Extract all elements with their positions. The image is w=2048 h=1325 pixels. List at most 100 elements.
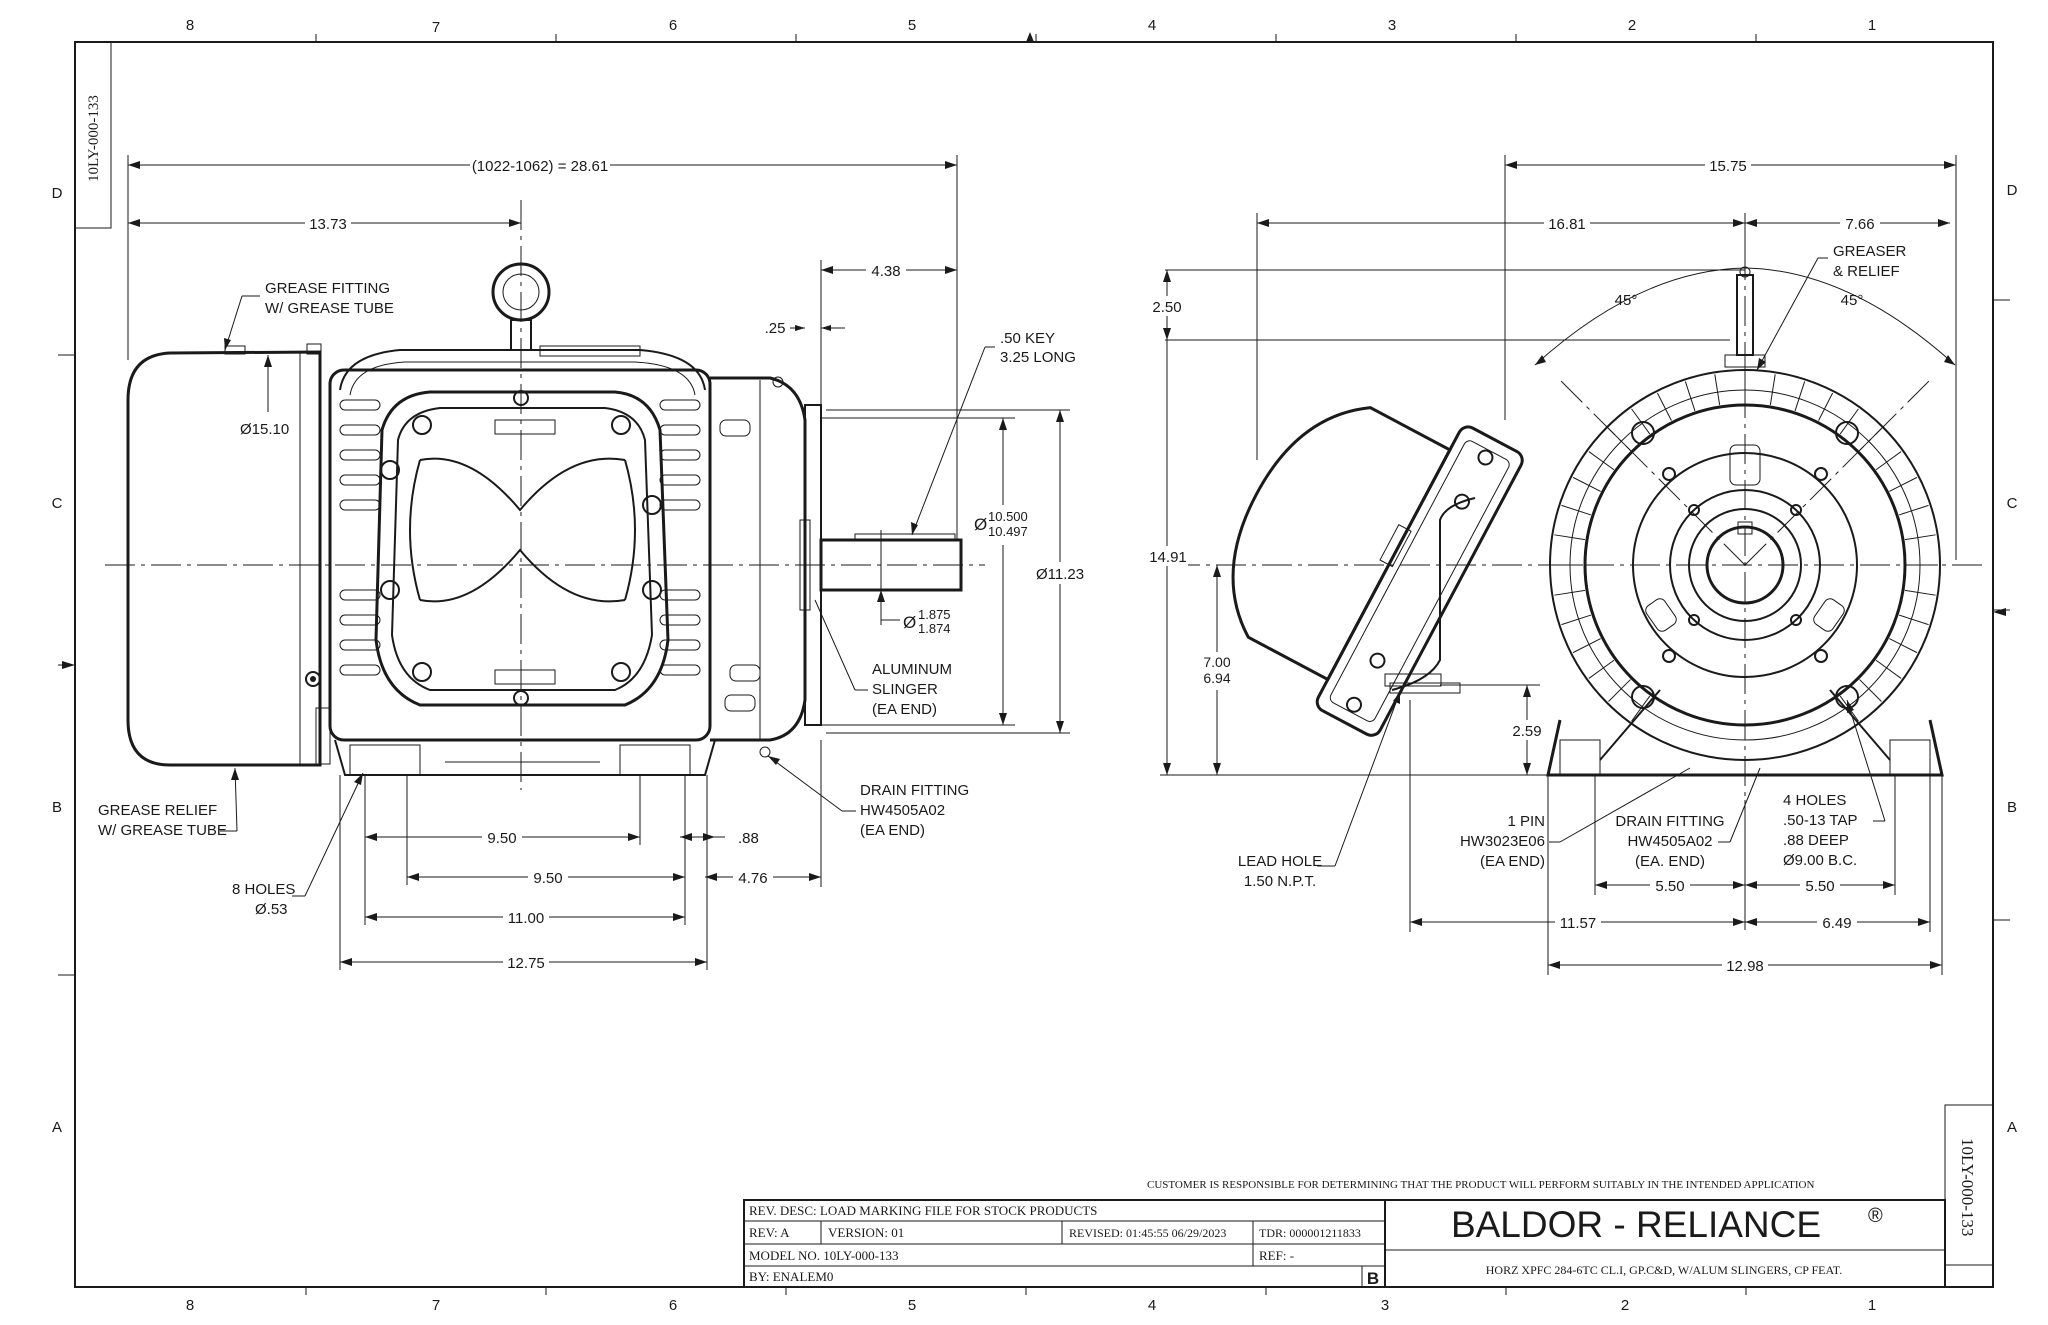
zone-labels: 8 7 6 5 4 3 2 1 8 7 6 5 4 3 2 1 D C B A … <box>52 17 2018 1314</box>
dim-4-38: 4.38 <box>871 263 900 280</box>
dim-12-98: 12.98 <box>1726 958 1764 975</box>
cooling-fin <box>1794 381 1806 412</box>
conduit-box-end-view <box>1231 406 1524 737</box>
radial-fins <box>1552 372 1938 722</box>
size-letter: B <box>1367 1269 1379 1288</box>
zone-bottom-7: 7 <box>432 1297 440 1314</box>
angle-left: 45° <box>1615 292 1638 309</box>
holes-line1: 8 HOLES <box>232 881 295 898</box>
grease-fitting-line2: W/ GREASE TUBE <box>265 300 394 317</box>
grease-relief-line2: W/ GREASE TUBE <box>98 822 227 839</box>
dim-11-57: 11.57 <box>1560 915 1596 932</box>
end-drain-line1: DRAIN FITTING <box>1615 813 1724 830</box>
cooling-fin <box>1769 374 1776 406</box>
dim-9-50-a: 9.50 <box>487 830 516 847</box>
lead-line2: 1.50 N.P.T. <box>1244 873 1316 890</box>
conduit-box-cover <box>374 390 670 707</box>
zone-left-D: D <box>52 185 63 202</box>
cooling-fin <box>1889 476 1918 492</box>
by: BY: ENALEM0 <box>749 1269 833 1284</box>
zone-bottom-5: 5 <box>908 1297 916 1314</box>
zone-top-6: 6 <box>669 17 677 34</box>
dim-88: .88 <box>738 830 759 847</box>
cooling-fin <box>1561 614 1592 626</box>
company-name: BALDOR - RELIANCE <box>1451 1204 1821 1245</box>
holes-line2: Ø.53 <box>255 901 288 918</box>
rev: REV: A <box>749 1225 790 1240</box>
zone-top-3: 3 <box>1388 17 1396 34</box>
cooling-fin <box>1572 638 1601 654</box>
end-drain-line3: (EA. END) <box>1635 853 1705 870</box>
cooling-fin <box>1875 659 1902 679</box>
revised: REVISED: 01:45:55 06/29/2023 <box>1069 1226 1226 1240</box>
dim-shaft-dia-symbol: Ø <box>903 613 916 632</box>
pin-line2: HW3023E06 <box>1460 833 1545 850</box>
cooling-fin <box>1859 679 1882 702</box>
zone-bottom-1: 1 <box>1868 1297 1876 1314</box>
disclaimer: CUSTOMER IS RESPONSIBLE FOR DETERMINING … <box>1147 1179 1814 1191</box>
zone-top-4: 4 <box>1148 17 1156 34</box>
angle-right: 45° <box>1841 292 1864 309</box>
lead-line1: LEAD HOLE <box>1238 853 1322 870</box>
slinger-line3: (EA END) <box>872 701 937 718</box>
dim-shaft-dia-lo: 1.874 <box>918 621 951 636</box>
motor-frame <box>328 368 712 742</box>
zone-top-7: 7 <box>432 19 440 36</box>
side-view-motor <box>105 200 985 790</box>
drawing-number-top: 10LY-000-133 <box>86 95 102 182</box>
cooling-fin <box>1889 638 1918 654</box>
zone-left-B: B <box>52 799 62 816</box>
endbell <box>710 376 807 742</box>
zone-bottom-2: 2 <box>1621 1297 1629 1314</box>
end-holes-line1: 4 HOLES <box>1783 792 1846 809</box>
dim-4-76: 4.76 <box>738 870 767 887</box>
side-drain-line1: DRAIN FITTING <box>860 782 969 799</box>
dim-15-75: 15.75 <box>1709 158 1747 175</box>
tdr: TDR: 000001211833 <box>1259 1226 1361 1240</box>
cooling-fin <box>1588 451 1615 471</box>
end-holes-line2: .50-13 TAP <box>1783 812 1858 829</box>
dim-flange-dia: Ø11.23 <box>1036 566 1084 583</box>
cooling-fin <box>1898 614 1929 626</box>
dim-25: .25 <box>765 320 786 337</box>
zone-left-A: A <box>52 1119 62 1136</box>
dim-13-73: 13.73 <box>309 216 347 233</box>
zone-top-1: 1 <box>1868 17 1876 34</box>
cooling-fin <box>1898 504 1929 516</box>
greaser-line1: GREASER <box>1833 243 1907 260</box>
end-holes-line3: .88 DEEP <box>1783 832 1849 849</box>
cooling-fin <box>1818 392 1834 421</box>
motor-feet <box>334 739 716 776</box>
side-drain-line3: (EA END) <box>860 822 925 839</box>
dim-7-66: 7.66 <box>1845 216 1874 233</box>
zone-bottom-3: 3 <box>1381 1297 1389 1314</box>
dim-dia-15-10: Ø15.10 <box>240 421 289 438</box>
dim-6-94: 6.94 <box>1203 670 1230 686</box>
zone-right-D: D <box>2007 182 2018 199</box>
dim-2-59: 2.59 <box>1512 723 1541 740</box>
dim-11-00: 11.00 <box>508 910 544 927</box>
dim-6-49: 6.49 <box>1822 915 1851 932</box>
registered-mark: ® <box>1868 1205 1883 1227</box>
cooling-fin <box>1904 589 1936 596</box>
cooling-fin <box>1714 374 1721 406</box>
cooling-fin <box>1656 392 1672 421</box>
dim-7-00: 7.00 <box>1203 654 1230 670</box>
dim-14-91: 14.91 <box>1149 549 1187 566</box>
cover-bolts <box>380 390 662 706</box>
slinger-line2: SLINGER <box>872 681 938 698</box>
side-view-dimensions: (1022-1062) = 28.61 13.73 4.38 .25 .50 K… <box>98 155 1090 972</box>
model-description: HORZ XPFC 284-6TC CL.I, GP.C&D, W/ALUM S… <box>1486 1263 1842 1277</box>
side-drain-line2: HW4505A02 <box>860 802 945 819</box>
zone-right-B: B <box>2007 799 2017 816</box>
dim-9-50-b: 9.50 <box>533 870 562 887</box>
cooling-fin <box>1875 451 1902 471</box>
grease-fitting-line1: GREASE FITTING <box>265 280 390 297</box>
dim-5-50-b: 5.50 <box>1805 878 1834 895</box>
pin-line3: (EA END) <box>1480 853 1545 870</box>
dim-12-75: 12.75 <box>507 955 545 972</box>
cooling-fin <box>1572 476 1601 492</box>
dim-pilot-dia-symbol: Ø <box>974 515 987 534</box>
dim-2-50: 2.50 <box>1152 299 1181 316</box>
cooling-fin <box>1561 504 1592 516</box>
